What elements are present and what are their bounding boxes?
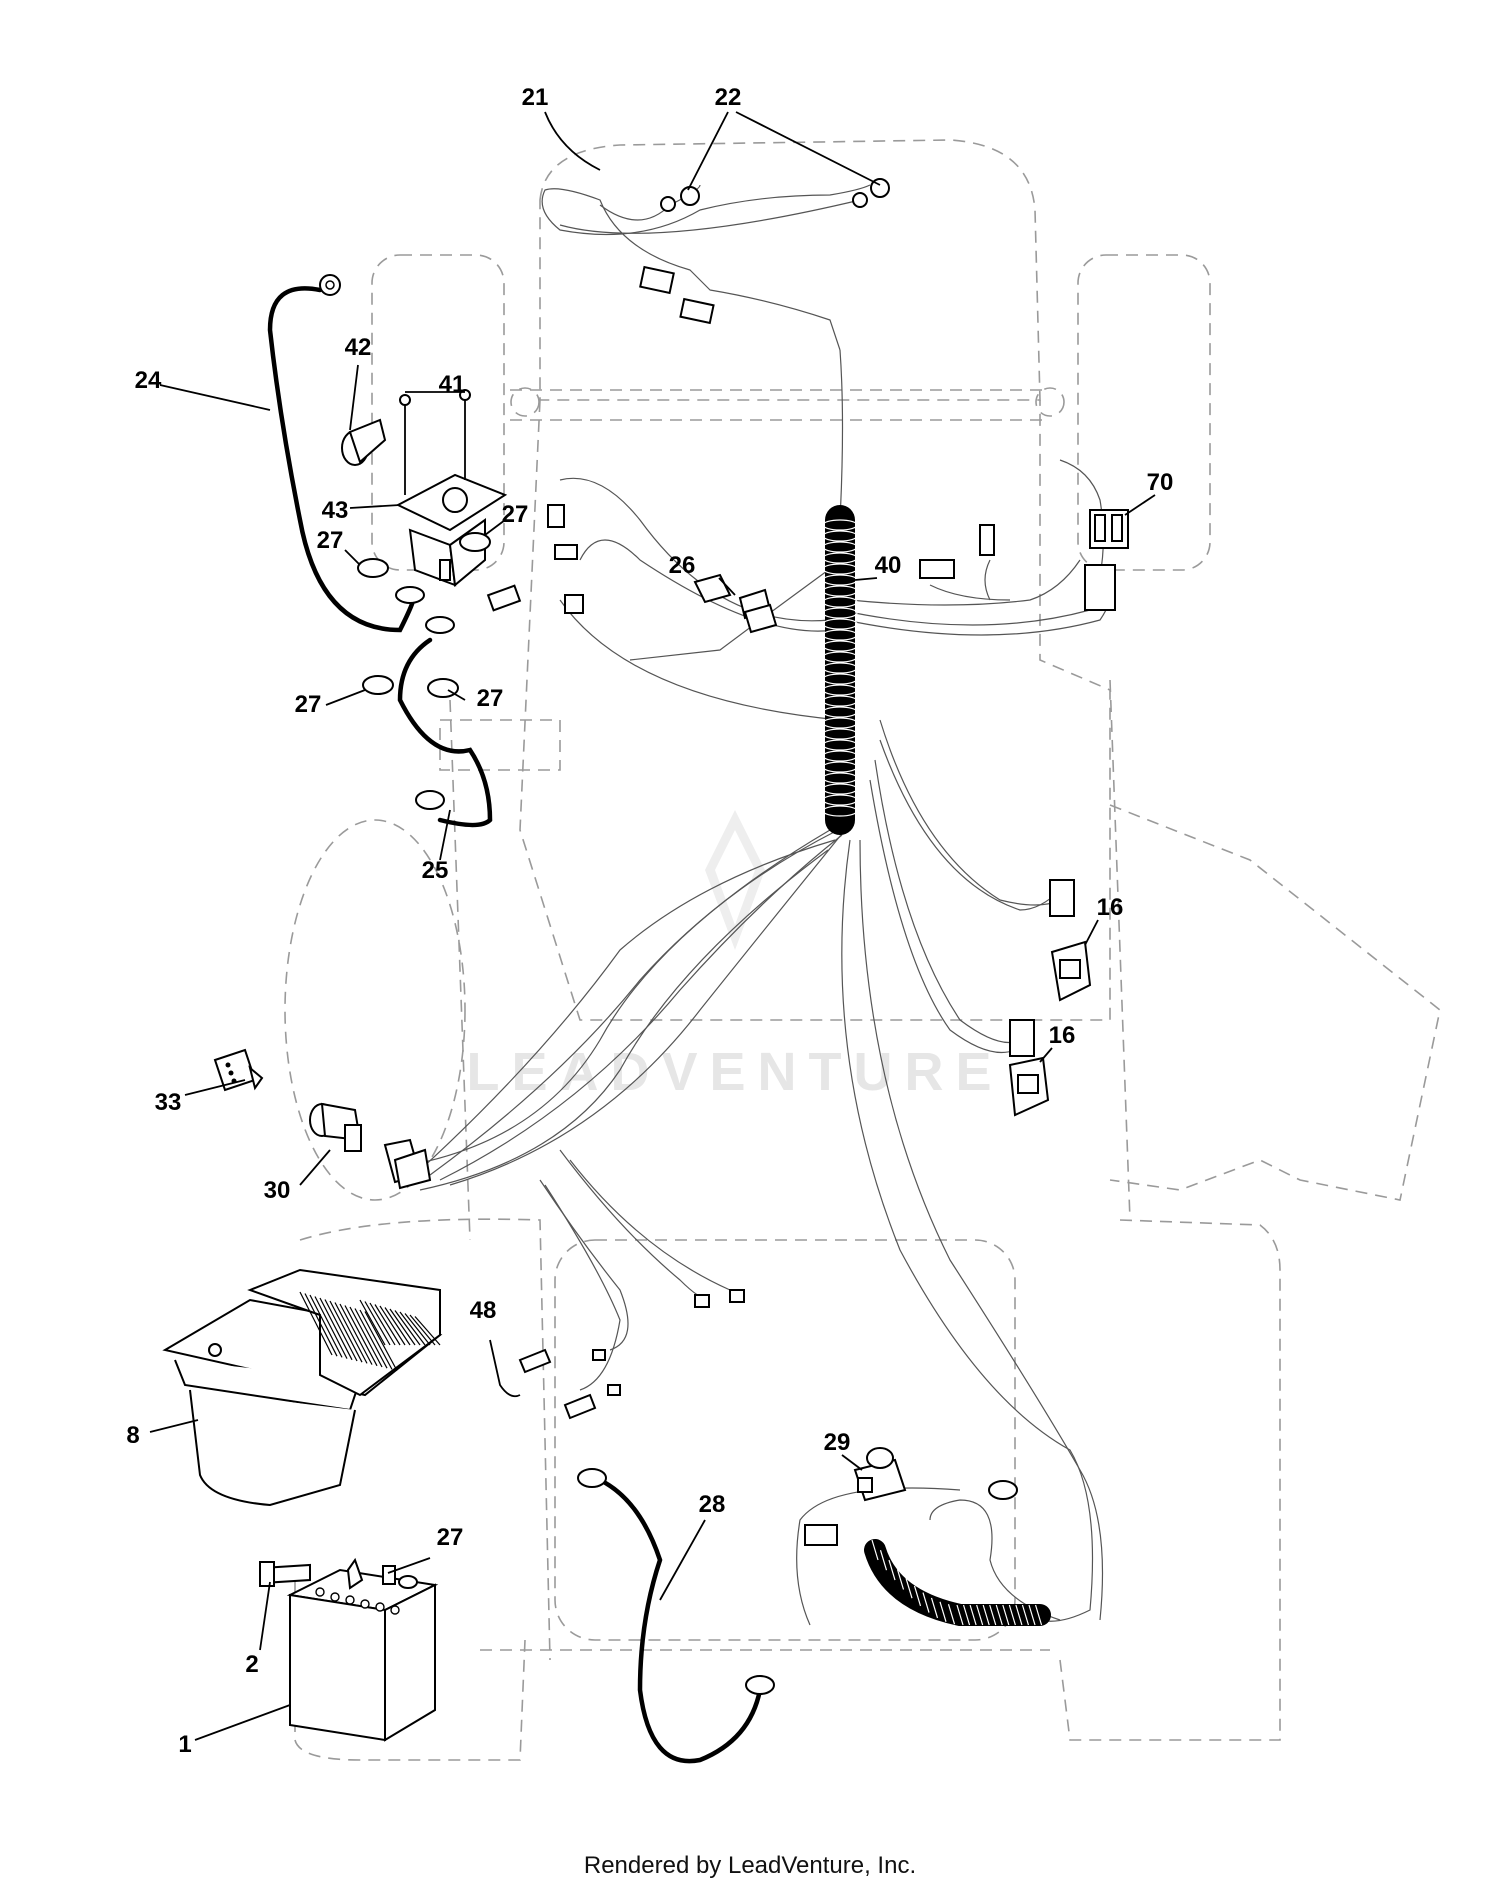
callout-29: 29 [824,1429,851,1456]
switch-16b [1008,1056,1050,1117]
callout-33: 33 [155,1089,182,1116]
callout-16b: 16 [1049,1022,1076,1049]
callout-16a: 16 [1097,894,1124,921]
ring-terminal-24 [319,274,341,296]
plug-16a [1049,879,1075,917]
nut-27 [357,532,491,698]
callout-27b: 27 [502,501,529,528]
callout-27c: 27 [295,691,322,718]
callout-25: 25 [422,857,449,884]
connector-26 [693,573,778,634]
callout-27e: 27 [437,1524,464,1551]
ignition-switch-30 [309,1102,432,1190]
battery-box-8 [162,1268,443,1507]
battery-cable-24 [267,286,416,633]
connectors-48 [518,1289,745,1420]
callout-48: 48 [470,1297,497,1324]
bulb-socket-left [660,186,700,212]
seat-switch-29 [804,1447,907,1546]
callout-22: 22 [715,84,742,111]
watermark-logo-icon [705,810,765,950]
harness-loom [822,505,858,835]
switch-70 [1084,509,1129,611]
ring-terminal-solenoid [395,586,455,634]
callout-28: 28 [699,1491,726,1518]
leader-lines [149,111,1156,1741]
key-33 [213,1048,264,1092]
misc-connectors [486,504,995,614]
plug-16b [1009,1019,1035,1057]
callout-40: 40 [875,552,902,579]
battery-cable-25 [397,637,493,828]
watermark-text: LEADVENTURE [466,1042,1003,1102]
callout-24: 24 [135,367,162,394]
battery-cable-28 [597,1477,763,1764]
main-harness-wires [409,349,1114,1626]
callout-27a: 27 [317,527,344,554]
bulb-socket-right [852,178,890,208]
bolt-2 [259,1561,311,1587]
starter-solenoid [395,389,508,587]
callout-26: 26 [669,552,696,579]
ring-terminal-rear [988,1480,1018,1500]
ring-terminal-25 [415,790,445,810]
watermark: LEADVENTURE [466,810,1003,1102]
callout-8: 8 [126,1422,139,1449]
callout-30: 30 [264,1177,291,1204]
ring-terminal-28-bottom [745,1675,775,1695]
callout-41: 41 [439,371,466,398]
callout-27d: 27 [477,685,504,712]
callout-43: 43 [322,497,349,524]
switch-16a [1050,940,1092,1002]
coiled-conduit-rear [864,1539,1051,1626]
footer-credit: Rendered by LeadVenture, Inc. [583,1852,917,1879]
callout-2: 2 [245,1651,258,1678]
nut-27-battery [346,1557,396,1590]
callout-70: 70 [1147,469,1174,496]
ring-terminal-28-top [577,1468,607,1488]
callout-1: 1 [178,1731,191,1758]
callout-42: 42 [345,334,372,361]
battery-1 [286,1568,439,1742]
chassis-outline [284,139,1441,1761]
callout-21: 21 [522,84,549,111]
headlight-harness [541,178,890,351]
terminal-boot-42 [341,418,387,466]
